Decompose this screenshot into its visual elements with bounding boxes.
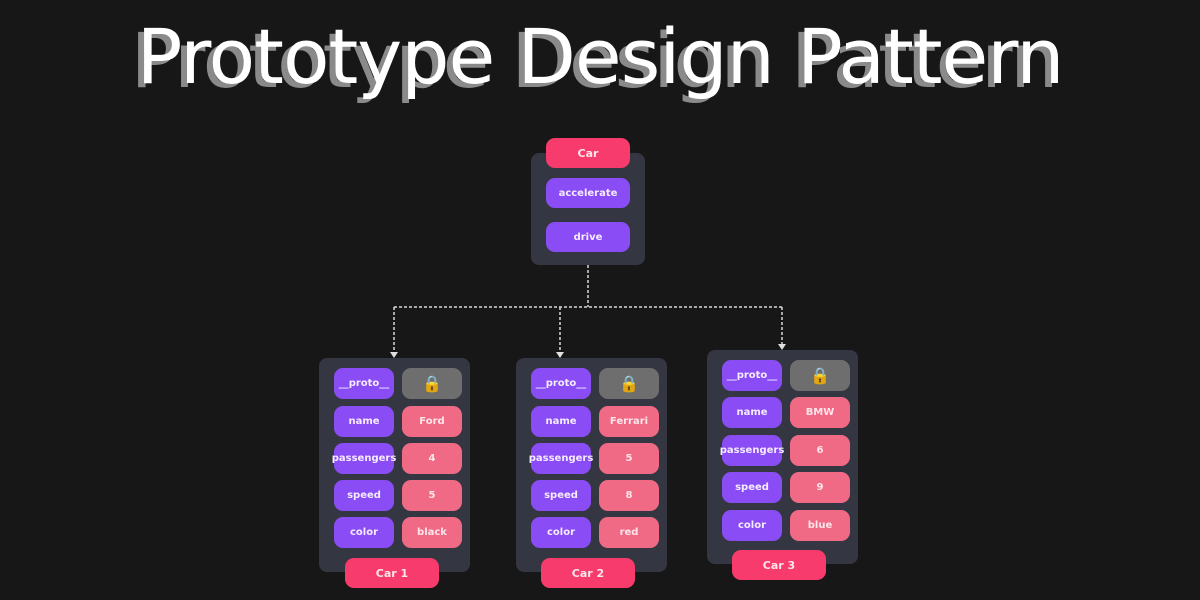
field-value-name[interactable]: Ford [402,406,462,437]
field-value-passengers[interactable]: 6 [790,435,850,466]
instance-label[interactable]: Car 2 [541,558,635,588]
field-key-passengers[interactable]: passengers [720,435,784,466]
lock-icon: 🔒 [402,368,462,399]
prototype-header[interactable]: Car [546,138,630,168]
field-key-name[interactable]: name [531,406,591,437]
field-key-name[interactable]: name [334,406,394,437]
proto-key[interactable]: __proto__ [334,368,394,399]
method-drive[interactable]: drive [546,222,630,252]
field-key-name[interactable]: name [722,397,782,428]
instance-label[interactable]: Car 3 [732,550,826,580]
lock-icon: 🔒 [790,360,850,391]
field-value-passengers[interactable]: 4 [402,443,462,474]
proto-key[interactable]: __proto__ [531,368,591,399]
field-value-color[interactable]: black [402,517,462,548]
field-key-passengers[interactable]: passengers [529,443,593,474]
field-value-name[interactable]: BMW [790,397,850,428]
field-value-speed[interactable]: 5 [402,480,462,511]
page-title: Prototype Design Pattern [136,12,1065,101]
field-key-speed[interactable]: speed [722,472,782,503]
field-value-color[interactable]: blue [790,510,850,541]
field-key-color[interactable]: color [531,517,591,548]
field-value-speed[interactable]: 9 [790,472,850,503]
field-key-speed[interactable]: speed [334,480,394,511]
field-value-color[interactable]: red [599,517,659,548]
field-value-passengers[interactable]: 5 [599,443,659,474]
instance-label[interactable]: Car 1 [345,558,439,588]
field-value-speed[interactable]: 8 [599,480,659,511]
field-key-color[interactable]: color [722,510,782,541]
proto-key[interactable]: __proto__ [722,360,782,391]
lock-icon: 🔒 [599,368,659,399]
field-key-color[interactable]: color [334,517,394,548]
field-value-name[interactable]: Ferrari [599,406,659,437]
field-key-passengers[interactable]: passengers [332,443,396,474]
field-key-speed[interactable]: speed [531,480,591,511]
method-accelerate[interactable]: accelerate [546,178,630,208]
